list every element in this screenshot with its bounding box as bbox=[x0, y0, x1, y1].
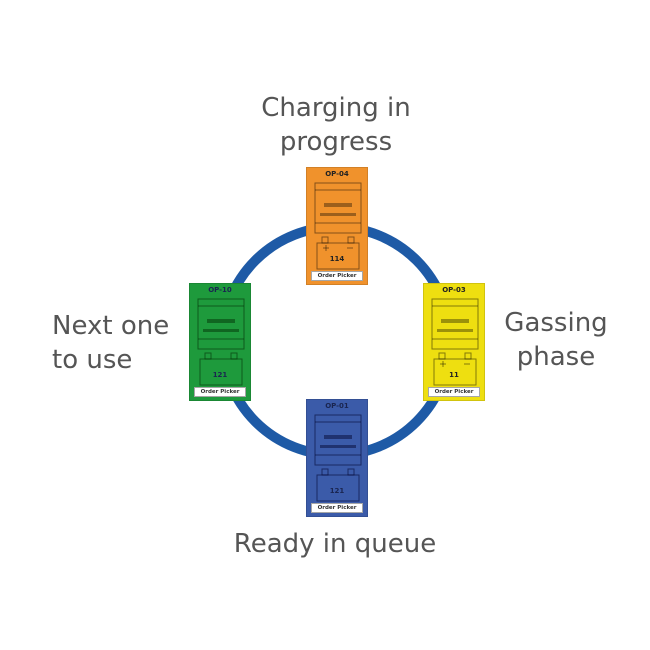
battery-card-op-04: OP-04 114 Order Picker bbox=[306, 167, 368, 285]
card-number: 114 bbox=[329, 255, 345, 263]
label-next-line-1: Next one bbox=[52, 311, 170, 341]
card-tag: Order Picker bbox=[194, 387, 246, 397]
label-next-line-2: to use bbox=[52, 345, 133, 375]
card-tag: Order Picker bbox=[311, 503, 363, 513]
battery-icon bbox=[431, 298, 479, 386]
label-gassing-line-1: Gassing bbox=[504, 308, 608, 338]
label-charging-line-2: progress bbox=[279, 127, 393, 157]
battery-card-op-01: OP-01 121 Order Picker bbox=[306, 399, 368, 517]
card-number: 11 bbox=[449, 371, 459, 379]
label-ready: Ready in queue bbox=[210, 527, 460, 561]
battery-icon bbox=[314, 414, 362, 502]
label-ready-line-1: Ready in queue bbox=[233, 529, 437, 559]
label-next: Next one to use bbox=[52, 309, 190, 377]
label-charging: Charging in progress bbox=[238, 91, 434, 159]
card-number: 121 bbox=[329, 487, 345, 495]
battery-card-op-03: OP-03 11 Order Picker bbox=[423, 283, 485, 401]
label-gassing: Gassing phase bbox=[494, 306, 618, 374]
label-gassing-line-2: phase bbox=[516, 342, 596, 372]
card-tag: Order Picker bbox=[428, 387, 480, 397]
card-code: OP-03 bbox=[442, 286, 466, 294]
card-number: 121 bbox=[212, 371, 228, 379]
card-code: OP-04 bbox=[325, 170, 349, 178]
battery-icon bbox=[197, 298, 245, 386]
label-charging-line-1: Charging in bbox=[261, 93, 411, 123]
card-tag: Order Picker bbox=[311, 271, 363, 281]
battery-card-op-10: OP-10 121 Order Picker bbox=[189, 283, 251, 401]
battery-icon bbox=[314, 182, 362, 270]
card-code: OP-10 bbox=[208, 286, 232, 294]
card-code: OP-01 bbox=[325, 402, 349, 410]
